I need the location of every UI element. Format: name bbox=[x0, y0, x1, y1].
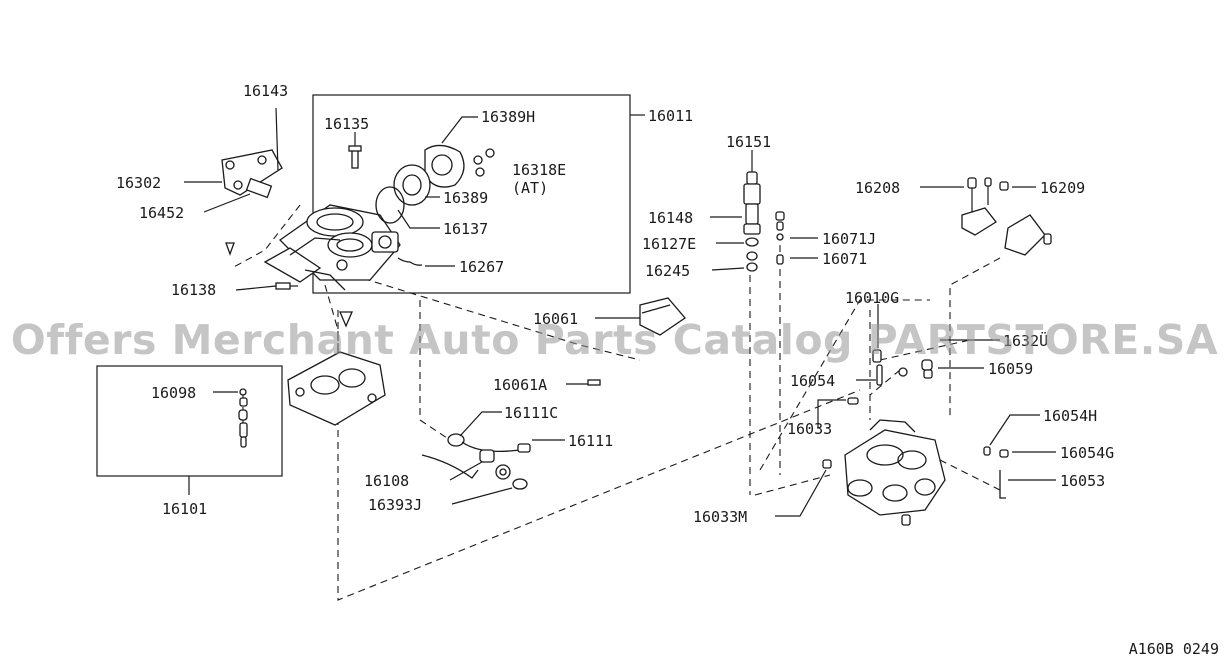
label-16053: 16053 bbox=[1060, 472, 1105, 490]
label-16011: 16011 bbox=[648, 107, 693, 125]
label-16108: 16108 bbox=[364, 472, 409, 490]
label-16061A: 16061A bbox=[493, 376, 547, 394]
label-16452: 16452 bbox=[139, 204, 184, 222]
label-16111: 16111 bbox=[568, 432, 613, 450]
leader-lines bbox=[184, 116, 1056, 517]
label-16054: 16054 bbox=[790, 372, 835, 390]
label-16318E: 16318E bbox=[512, 161, 566, 179]
spring-16267-part bbox=[397, 257, 423, 266]
label-16245: 16245 bbox=[645, 262, 690, 280]
label-16143: 16143 bbox=[243, 82, 288, 100]
float-16061-part bbox=[587, 297, 686, 386]
label-16071: 16071 bbox=[822, 250, 867, 268]
label-16393J: 16393J bbox=[368, 496, 422, 514]
label-16389H: 16389H bbox=[481, 108, 535, 126]
label-16267: 16267 bbox=[459, 258, 504, 276]
label-16138: 16138 bbox=[171, 281, 216, 299]
label-16061: 16061 bbox=[533, 310, 578, 328]
label-16127E: 16127E bbox=[642, 235, 696, 253]
catalog-code: A160B 0249 bbox=[1128, 640, 1219, 658]
label-16098: 16098 bbox=[151, 384, 196, 402]
carburetor-top-body-part bbox=[263, 204, 401, 291]
assembly-box-16011 bbox=[312, 94, 631, 294]
screw-16135-part bbox=[348, 145, 362, 169]
assembly-dashed-lines bbox=[231, 204, 1001, 601]
linkage-16208-16209-part bbox=[961, 177, 1052, 256]
label-16054G: 16054G bbox=[1060, 444, 1114, 462]
label-16135: 16135 bbox=[324, 115, 369, 133]
label-16101: 16101 bbox=[162, 500, 207, 518]
choke-diaphragm-parts bbox=[375, 144, 495, 224]
screw-set-parts bbox=[822, 349, 1009, 499]
choke-bracket-part bbox=[221, 107, 283, 199]
screw-16138-part bbox=[275, 282, 298, 290]
base-gasket-part bbox=[287, 351, 386, 426]
label-16033: 16033 bbox=[787, 420, 832, 438]
label-16137: 16137 bbox=[443, 220, 488, 238]
label-16071J: 16071J bbox=[822, 230, 876, 248]
fuel-hose-parts bbox=[421, 433, 531, 490]
part-number-labels: 16143 16135 16389H 16011 16318E (AT) 163… bbox=[116, 82, 1114, 526]
label-16054H: 16054H bbox=[1043, 407, 1097, 425]
label-16111C: 16111C bbox=[504, 404, 558, 422]
needle-valve-stack-part bbox=[743, 171, 761, 272]
jet-16098-part bbox=[238, 388, 248, 448]
kit-box-16101 bbox=[96, 365, 283, 477]
jet-16071-parts bbox=[775, 211, 785, 265]
label-16320: 1632Ü bbox=[1003, 331, 1048, 350]
label-16151: 16151 bbox=[726, 133, 771, 151]
label-16389: 16389 bbox=[443, 189, 488, 207]
label-16302: 16302 bbox=[116, 174, 161, 192]
label-16033M: 16033M bbox=[693, 508, 747, 526]
label-at: (AT) bbox=[512, 179, 548, 197]
label-16209: 16209 bbox=[1040, 179, 1085, 197]
label-16010G: 16010G bbox=[845, 289, 899, 307]
carburetor-lower-body-part bbox=[844, 419, 946, 526]
label-16059: 16059 bbox=[988, 360, 1033, 378]
label-16208: 16208 bbox=[855, 179, 900, 197]
label-16148: 16148 bbox=[648, 209, 693, 227]
